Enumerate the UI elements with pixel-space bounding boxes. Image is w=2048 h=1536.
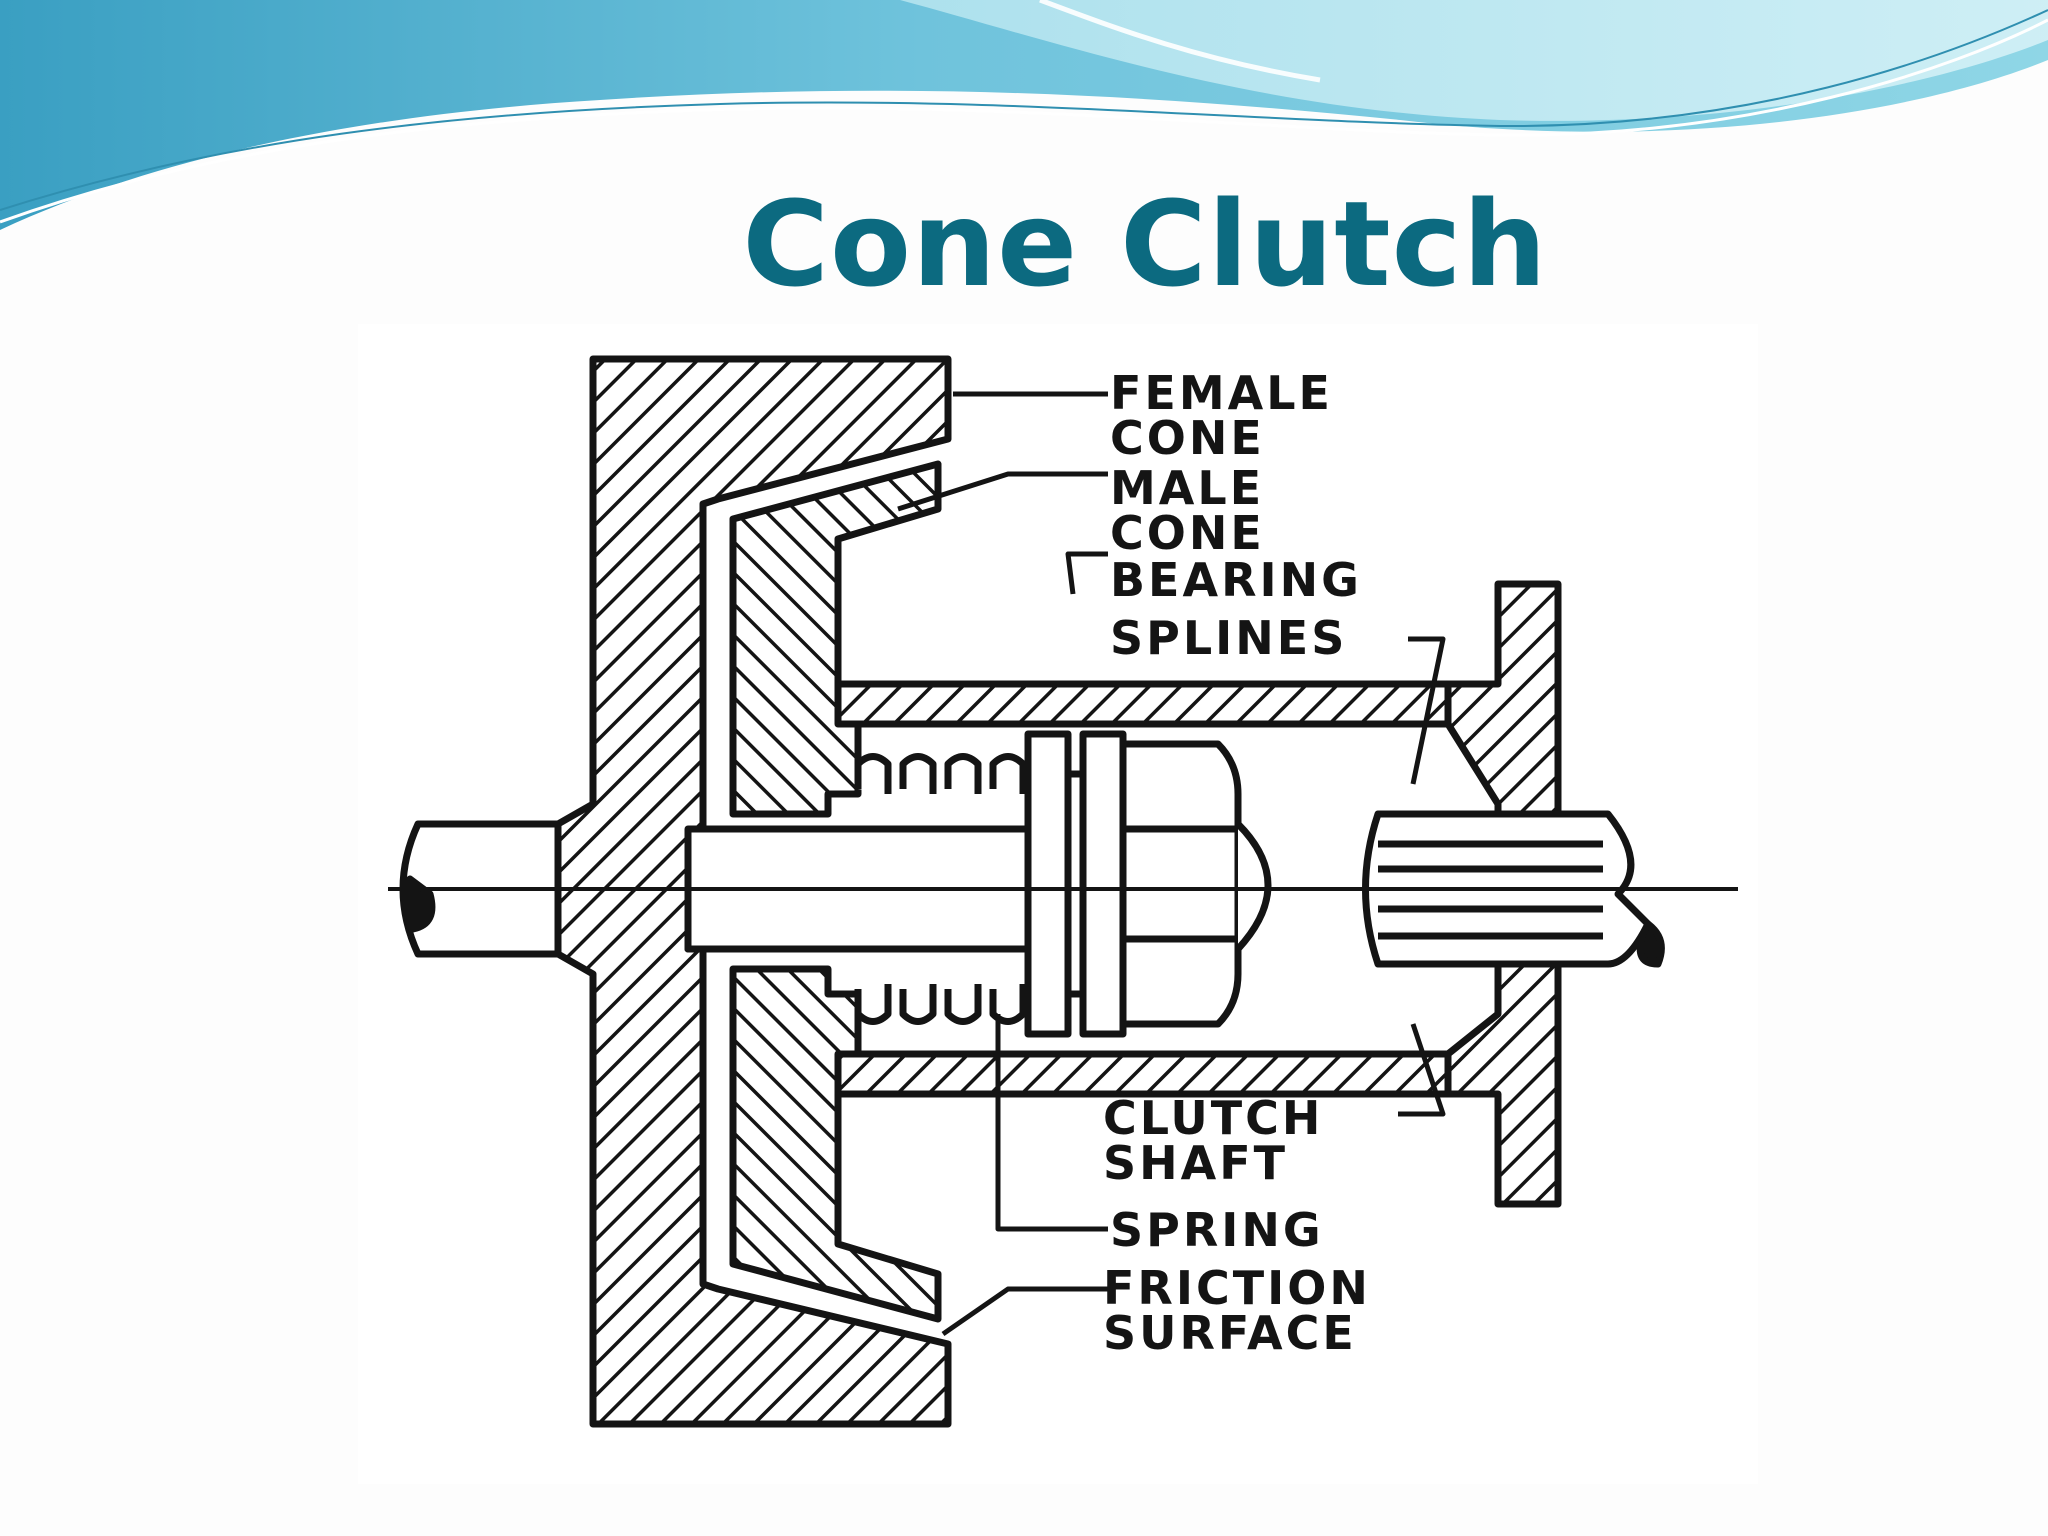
header-wave-decoration xyxy=(0,0,2048,230)
bearing-label: BEARING xyxy=(1110,553,1362,607)
male-cone-label-line2: CONE xyxy=(1110,506,1265,560)
bearing xyxy=(1024,730,1072,1038)
clutch-shaft-label-line2: SHAFT xyxy=(1103,1136,1288,1190)
slide-title: Cone Clutch xyxy=(742,175,1548,313)
clutch-shaft-label: CLUTCH SHAFT xyxy=(1103,1091,1323,1190)
spring-label: SPRING xyxy=(1110,1203,1324,1257)
male-cone-label-line1: MALE xyxy=(1110,461,1264,515)
female-cone-label-line2: CONE xyxy=(1110,411,1265,465)
female-cone-label: FEMALE CONE xyxy=(1110,366,1333,465)
splines-label: SPLINES xyxy=(1110,611,1347,665)
male-cone-label: MALE CONE xyxy=(1110,461,1265,560)
spring-coils xyxy=(854,753,1027,1025)
nut xyxy=(1119,740,1242,1028)
female-cone xyxy=(554,355,952,1428)
female-cone-label-line1: FEMALE xyxy=(1110,366,1333,420)
clutch-shaft-label-line1: CLUTCH xyxy=(1103,1091,1323,1145)
clutch-housing xyxy=(834,680,1462,728)
friction-surface-label-line2: SURFACE xyxy=(1103,1306,1357,1360)
cone-clutch-diagram: FEMALE CONE MALE CONE BEARING SPLINES CL… xyxy=(358,324,1758,1484)
friction-surface-label: FRICTION SURFACE xyxy=(1103,1261,1371,1360)
friction-surface-label-line1: FRICTION xyxy=(1103,1261,1371,1315)
leader-lines xyxy=(897,391,1446,1337)
